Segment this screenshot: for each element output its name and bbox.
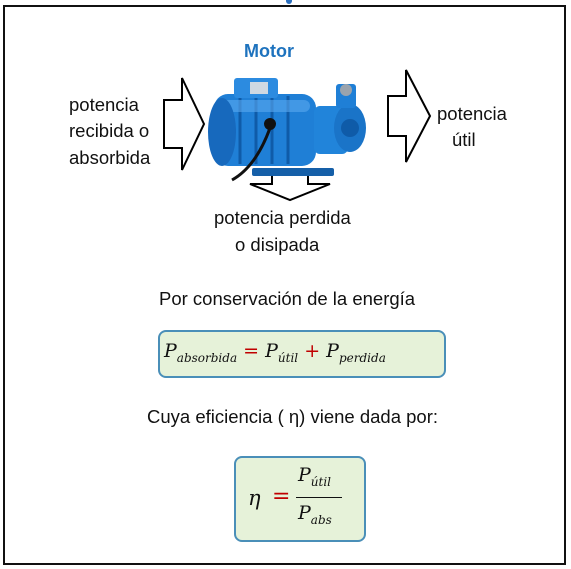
- efficiency-equation-box: η = Pútil Pabs: [234, 456, 366, 542]
- top-edge-mark: [286, 0, 292, 4]
- eq2-den-sub: abs: [310, 512, 332, 527]
- output-label-line-1: potencia: [437, 103, 507, 124]
- eq2-num-sub: útil: [310, 474, 332, 489]
- input-label-line-2: recibida o: [69, 120, 150, 141]
- eq2-denominator: Pabs: [298, 502, 332, 527]
- eq1-equals: =: [243, 340, 260, 362]
- input-label-line-3: absorbida: [69, 147, 151, 168]
- output-label-line-2: útil: [452, 129, 476, 150]
- eq2-equals: =: [272, 484, 291, 509]
- input-arrow: [163, 77, 206, 171]
- diagram-title: Motor: [244, 41, 294, 61]
- output-arrow: [387, 69, 432, 163]
- conservation-equation-box: Pabsorbida = Pútil + Pperdida: [158, 330, 446, 378]
- eq1-term2: P: [326, 340, 339, 362]
- eq2-den: P: [298, 502, 311, 524]
- conservation-equation: Pabsorbida = Pútil + Pperdida: [164, 340, 386, 365]
- loss-label-line-1: potencia perdida: [214, 207, 351, 228]
- loss-label-line-2: o disipada: [235, 234, 320, 255]
- input-label-line-1: potencia: [69, 94, 139, 115]
- efficiency-text: Cuya eficiencia ( η) viene dada por:: [147, 406, 439, 427]
- eq2-lhs: η: [248, 486, 261, 510]
- pump-picture: [208, 78, 366, 182]
- eq2-num: P: [298, 464, 311, 486]
- eq1-term1: P: [265, 340, 278, 362]
- eq1-term2-sub: perdida: [338, 350, 386, 365]
- conservation-text: Por conservación de la energía: [159, 288, 416, 309]
- eq1-lhs: P: [164, 340, 177, 362]
- eq2-numerator: Pútil: [298, 464, 331, 489]
- eq1-lhs-sub: absorbida: [176, 350, 238, 365]
- eq1-plus: +: [304, 340, 321, 362]
- fraction-bar: [296, 497, 342, 498]
- eq1-term1-sub: útil: [277, 350, 299, 365]
- loss-arrow: [249, 171, 331, 202]
